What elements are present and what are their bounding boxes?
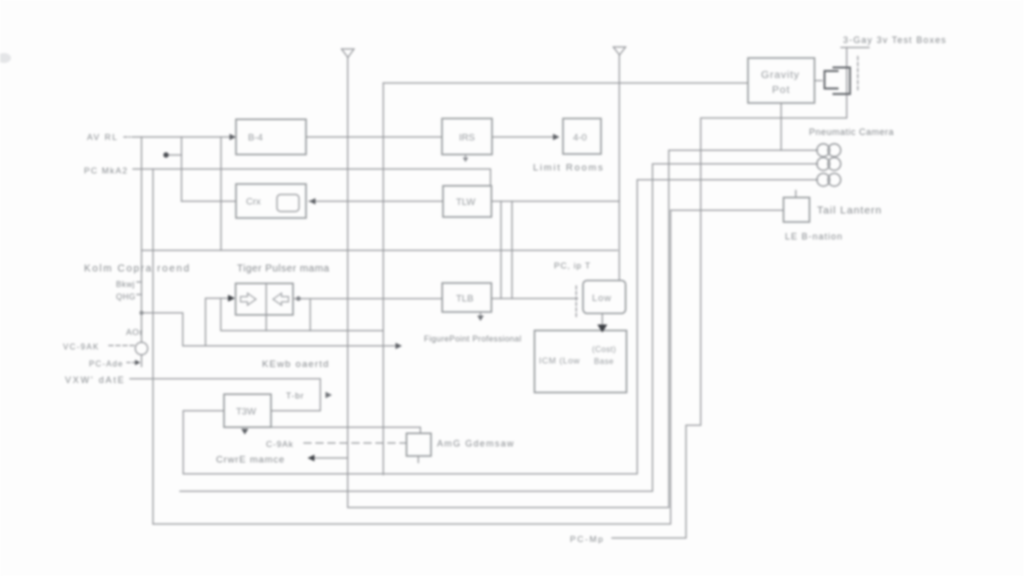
svg-text:QHG: QHG bbox=[116, 293, 136, 302]
svg-text:Limit Rooms: Limit Rooms bbox=[533, 163, 605, 174]
svg-text:VXW' dAtE: VXW' dAtE bbox=[65, 375, 125, 385]
svg-text:Base: Base bbox=[594, 357, 614, 366]
svg-text:PC MkA2: PC MkA2 bbox=[84, 166, 128, 176]
svg-text:AOr: AOr bbox=[126, 327, 143, 337]
svg-text:IRS: IRS bbox=[459, 133, 475, 144]
svg-text:AmG Gdemsaw: AmG Gdemsaw bbox=[437, 439, 515, 449]
svg-text:Crx: Crx bbox=[246, 197, 261, 208]
svg-text:C-9Ak: C-9Ak bbox=[266, 439, 294, 449]
svg-text:Pneumatic Camera: Pneumatic Camera bbox=[809, 127, 894, 137]
svg-text:ICM (Low: ICM (Low bbox=[539, 356, 580, 366]
svg-text:TLW: TLW bbox=[456, 197, 475, 208]
svg-text:(Cost): (Cost) bbox=[592, 345, 616, 354]
svg-text:CrwrE mamce: CrwrE mamce bbox=[216, 455, 285, 466]
svg-text:Low: Low bbox=[592, 293, 612, 304]
svg-text:Gravity: Gravity bbox=[761, 69, 800, 81]
svg-text:Tail Lantern: Tail Lantern bbox=[817, 205, 882, 217]
svg-text:T-br: T-br bbox=[286, 391, 304, 401]
svg-text:Tiger Pulser mama: Tiger Pulser mama bbox=[237, 264, 330, 275]
svg-text:LE B-nation: LE B-nation bbox=[785, 232, 843, 242]
svg-text:FigurePoint Professional: FigurePoint Professional bbox=[424, 335, 522, 344]
svg-text:Kolm Copra roend: Kolm Copra roend bbox=[84, 264, 191, 275]
svg-text:KEwb oaertd: KEwb oaertd bbox=[262, 359, 330, 370]
svg-text:Bkwj: Bkwj bbox=[116, 280, 135, 289]
svg-text:Pot: Pot bbox=[772, 84, 790, 96]
svg-text:PC, ip T: PC, ip T bbox=[554, 261, 591, 271]
svg-text:3-Gay 3v Test Boxes: 3-Gay 3v Test Boxes bbox=[843, 35, 947, 45]
svg-text:4-0: 4-0 bbox=[573, 133, 587, 144]
svg-text:PC-Mp: PC-Mp bbox=[570, 534, 604, 544]
svg-text:AV RL: AV RL bbox=[87, 132, 118, 142]
svg-text:TLB: TLB bbox=[456, 294, 473, 305]
svg-text:VC-9AK: VC-9AK bbox=[63, 343, 100, 352]
svg-text:T3W: T3W bbox=[236, 407, 256, 418]
svg-text:B-4: B-4 bbox=[248, 133, 263, 144]
svg-text:PC-Ade: PC-Ade bbox=[89, 360, 124, 369]
